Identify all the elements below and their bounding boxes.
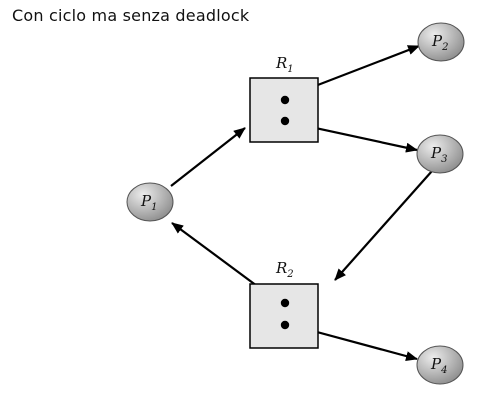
resource-r2-label-sub: 2	[286, 269, 293, 280]
resource-r2-label: R2	[275, 259, 294, 280]
resource-r1-label-main: R	[275, 54, 287, 72]
process-p3-node	[416, 134, 464, 174]
process-p4-label-sub: 4	[440, 365, 447, 376]
process-p3-label: P3	[430, 144, 447, 165]
process-p1: P1	[126, 182, 174, 222]
resource-r2-label-main: R	[275, 259, 287, 277]
edge-p1-to-r1	[170, 127, 246, 187]
resource-r2-instance-dot	[280, 320, 290, 330]
process-p4-node	[416, 345, 464, 385]
process-p1-label: P1	[140, 192, 157, 213]
resource-r2-box	[249, 283, 319, 349]
process-p1-label-main: P	[140, 192, 152, 210]
edge-p3-to-r2	[334, 170, 433, 281]
process-p1-node	[126, 182, 174, 222]
resource-r1-label: R1	[275, 54, 294, 75]
process-p4: P4	[416, 345, 464, 385]
process-p2-node	[417, 22, 465, 62]
diagram-title: Con ciclo ma senza deadlock	[12, 6, 250, 25]
process-p3-label-main: P	[430, 144, 442, 162]
resource-r1-instance-dot	[280, 116, 290, 126]
process-p1-label-sub: 1	[151, 202, 157, 213]
process-p2-label-main: P	[431, 32, 443, 50]
resource-r1: R1	[249, 54, 319, 143]
process-p4-label: P4	[430, 355, 447, 376]
process-p2-label-sub: 2	[441, 42, 448, 53]
edges-layer	[170, 44, 433, 361]
process-p2: P2	[417, 22, 465, 62]
process-p2-label: P2	[431, 32, 448, 53]
resource-r1-instance-dot	[280, 95, 290, 105]
process-p4-label-main: P	[430, 355, 442, 373]
process-p3-label-sub: 3	[441, 154, 447, 165]
process-p3: P3	[416, 134, 464, 174]
resource-r1-label-sub: 1	[287, 64, 293, 75]
resource-r2: R2	[249, 259, 319, 349]
resource-r2-instance-dot	[280, 298, 290, 308]
resource-r1-box	[249, 77, 319, 143]
